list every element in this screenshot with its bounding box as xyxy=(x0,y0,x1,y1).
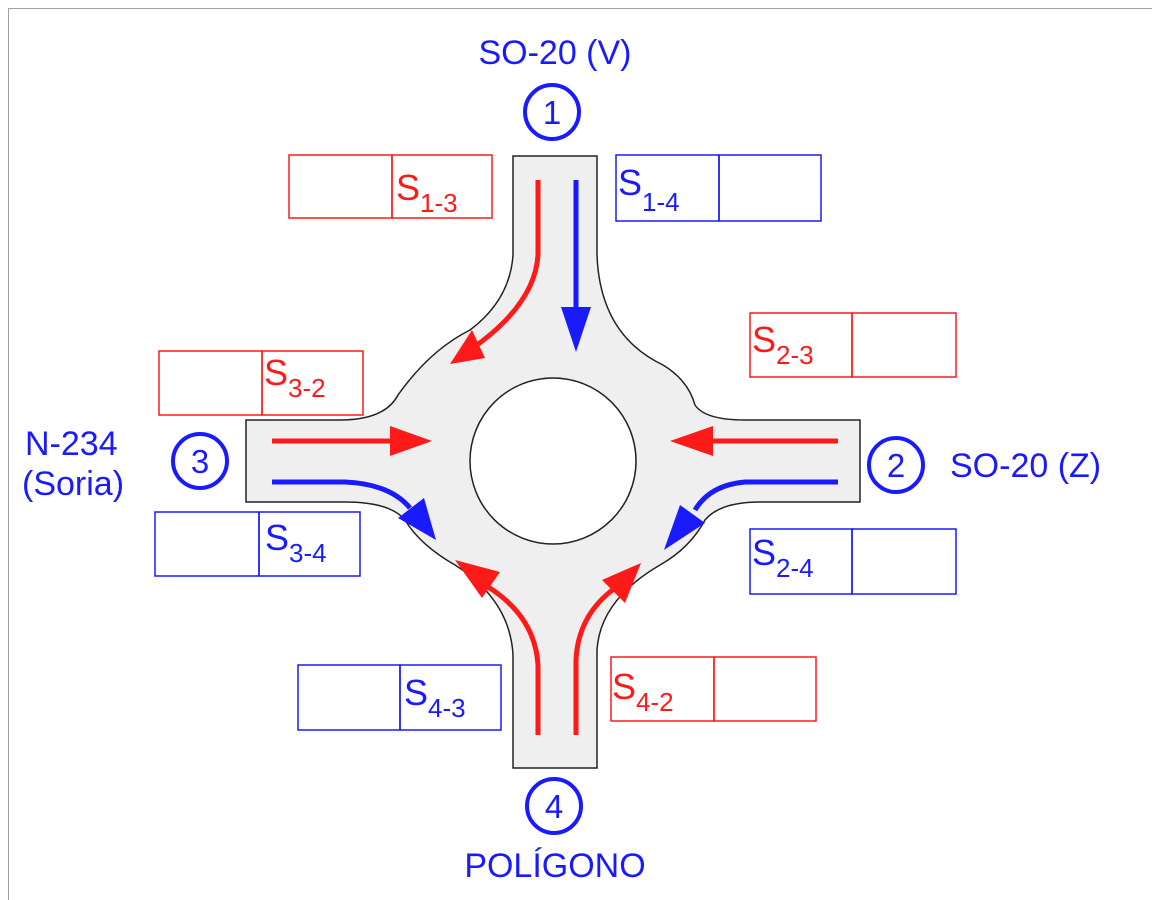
node-circle-4 xyxy=(525,777,583,835)
flow-arrow-1-3 xyxy=(468,180,541,353)
node-name-2: SO-20 (Z) xyxy=(950,447,1101,485)
flow-label-1-3: S1-3 xyxy=(396,167,458,218)
flow-box-4-2: S4-2 xyxy=(610,656,817,722)
node-number-3: 3 xyxy=(191,443,209,480)
flow-arrowhead-4-3 xyxy=(455,560,500,598)
flow-label-4-3: S4-3 xyxy=(404,672,466,723)
node-number-2: 2 xyxy=(887,447,905,484)
flow-label-3-4: S3-4 xyxy=(265,517,327,568)
node-4: 4 POLÍGONO xyxy=(464,777,646,885)
flow-box-1-3: S1-3 xyxy=(288,154,493,219)
node-number-1: 1 xyxy=(543,94,561,131)
flow-label-3-2: S3-2 xyxy=(264,352,326,403)
flow-label-1-4: S1-4 xyxy=(618,162,680,217)
node-name-3-line-1: N-234 xyxy=(25,425,118,463)
flow-arrowhead-1-4 xyxy=(561,307,591,352)
node-3: 3 N-234 (Soria) xyxy=(22,425,229,503)
flow-arrowhead-2-3 xyxy=(670,426,713,456)
node-name-4: POLÍGONO xyxy=(464,847,645,885)
node-circle-2 xyxy=(867,436,925,494)
node-circle-3 xyxy=(171,432,229,490)
node-circle-1 xyxy=(523,83,581,141)
central-island xyxy=(469,377,637,545)
flow-label-2-3: S2-3 xyxy=(752,319,814,370)
flow-label-2-4: S2-4 xyxy=(752,532,814,583)
flow-arrowhead-3-2 xyxy=(390,426,432,456)
flow-arrow-3-4 xyxy=(272,479,412,510)
flow-box-2-3: S2-3 xyxy=(749,312,957,378)
flow-box-1-4: S1-4 xyxy=(615,154,822,222)
node-1: 1 SO-20 (V) xyxy=(478,34,632,141)
node-name-1: SO-20 (V) xyxy=(478,34,631,72)
diagram-frame xyxy=(8,8,1152,900)
flow-arrowhead-2-4 xyxy=(664,505,705,550)
flow-label-4-2: S4-2 xyxy=(612,666,674,717)
node-number-4: 4 xyxy=(545,788,563,825)
node-name-3-line-2: (Soria) xyxy=(22,465,124,503)
flow-box-4-3: S4-3 xyxy=(297,664,502,731)
flow-box-3-4: S3-4 xyxy=(154,511,361,577)
flow-arrow-4-2 xyxy=(573,585,617,735)
flow-box-3-2: S3-2 xyxy=(158,350,364,416)
flow-box-2-4: S2-4 xyxy=(749,528,957,595)
flow-arrowhead-1-3 xyxy=(450,330,485,364)
flow-arrow-4-3 xyxy=(483,582,541,735)
flow-arrowhead-3-4 xyxy=(398,498,436,540)
flow-arrow-2-4 xyxy=(692,479,838,512)
flow-arrowhead-4-2 xyxy=(602,563,641,603)
node-2: 2 SO-20 (Z) xyxy=(867,436,1101,494)
